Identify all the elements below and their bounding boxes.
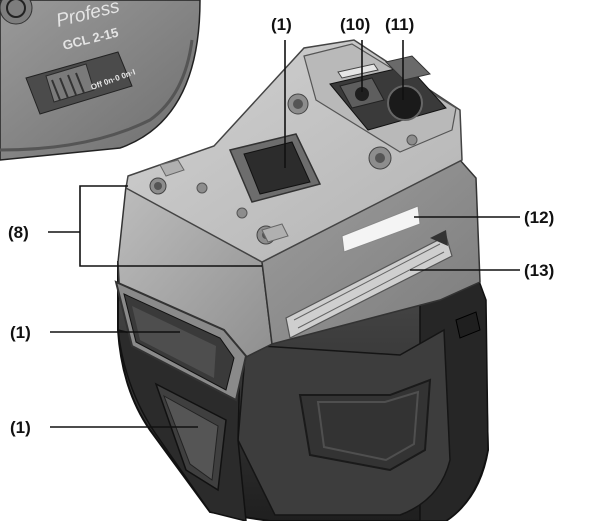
laser-class-label bbox=[285, 230, 453, 339]
laser-warning-label bbox=[341, 205, 421, 253]
battery-compartment bbox=[329, 55, 447, 131]
top-laser-window bbox=[228, 133, 322, 203]
callout-10: (10) bbox=[340, 15, 371, 34]
callout-12: (12) bbox=[524, 208, 555, 227]
callout-1-front: (1) bbox=[10, 323, 31, 342]
mode-switch bbox=[25, 51, 133, 115]
callout-1-bottom: (1) bbox=[10, 418, 31, 437]
laser-level-body bbox=[114, 39, 490, 521]
callout-11: (11) bbox=[385, 15, 415, 34]
leader-lines bbox=[48, 40, 520, 428]
leader-8 bbox=[79, 185, 262, 267]
inset-closeup: Profess GCL 2-15 Off 0n·0 0n·I bbox=[0, 0, 201, 161]
brand-badge bbox=[0, 0, 33, 25]
callout-8: (8) bbox=[8, 223, 29, 242]
bottom-laser-window bbox=[154, 382, 227, 492]
front-laser-window bbox=[114, 280, 248, 402]
callout-1-top: (1) bbox=[271, 15, 292, 34]
callout-13: (13) bbox=[524, 261, 555, 280]
